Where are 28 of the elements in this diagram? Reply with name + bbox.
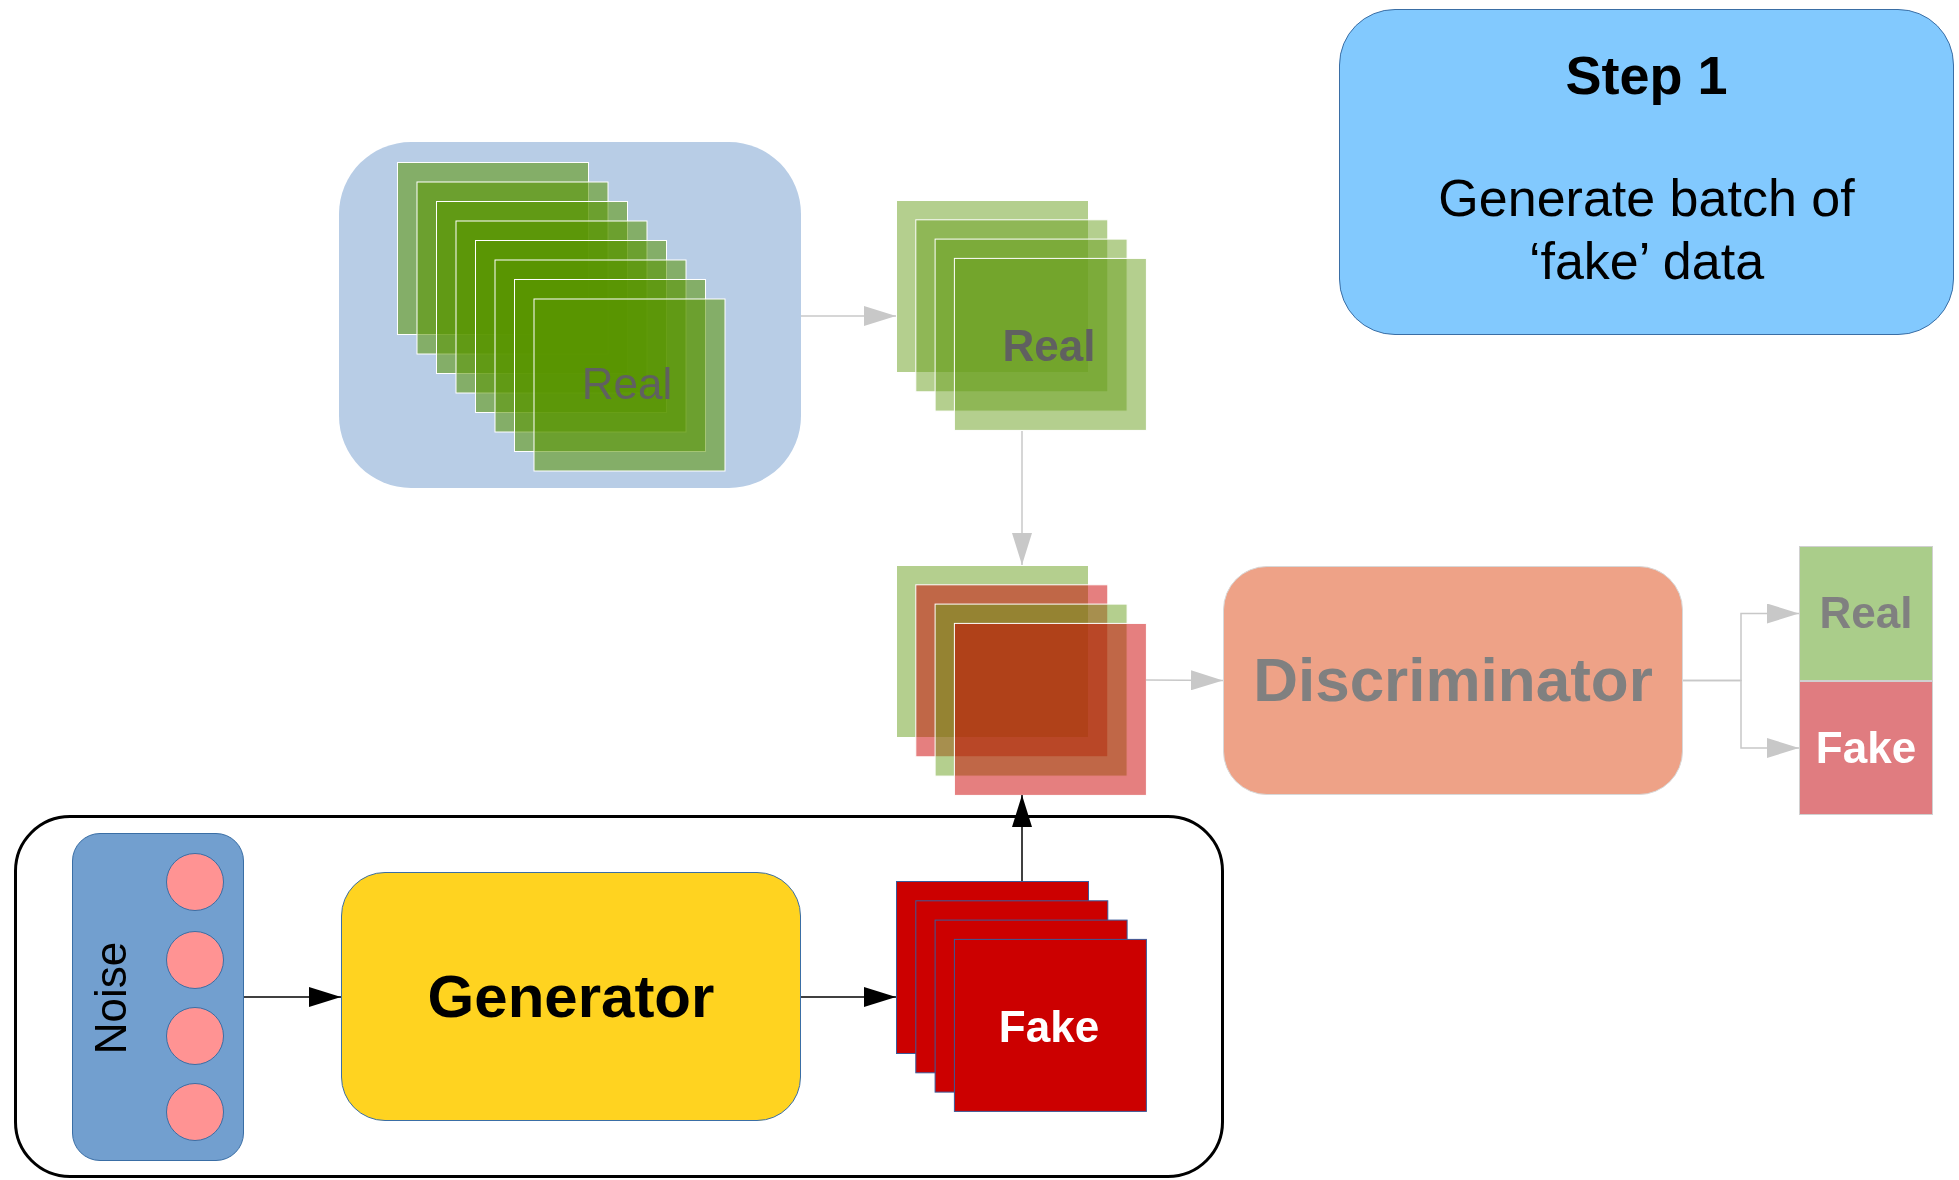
arrow (800, 306, 897, 326)
arrow (1682, 679, 1800, 758)
output-box (1799, 681, 1933, 815)
image-stack (896, 881, 1146, 1112)
arrow (243, 987, 342, 1007)
step-box (1339, 9, 1954, 335)
dataset-container (339, 142, 801, 488)
stack-label: Real (1002, 321, 1096, 371)
noise-vector (72, 833, 244, 1161)
arrow (1012, 430, 1032, 566)
step-description: Generate batch of ‘fake’ data (1437, 168, 1856, 292)
box-label: Fake (1815, 723, 1917, 773)
generator-group (14, 815, 1224, 1178)
discriminator-box (1223, 566, 1683, 795)
box-label: Real (1819, 589, 1913, 638)
step-heading: Step 1 (1565, 46, 1728, 106)
arrow (1145, 670, 1224, 691)
stack-label: Real (581, 359, 673, 409)
arrow (1012, 794, 1032, 882)
generator-box (341, 872, 801, 1121)
noise-label: Noise (89, 941, 133, 1055)
mixed-image-stack (896, 565, 1146, 795)
box-label: Discriminator (1253, 646, 1653, 715)
arrow (800, 987, 897, 1007)
box-label: Generator (427, 963, 715, 1030)
output-box (1799, 546, 1933, 681)
image-stack (896, 200, 1146, 431)
stack-label: Fake (998, 1002, 1100, 1052)
